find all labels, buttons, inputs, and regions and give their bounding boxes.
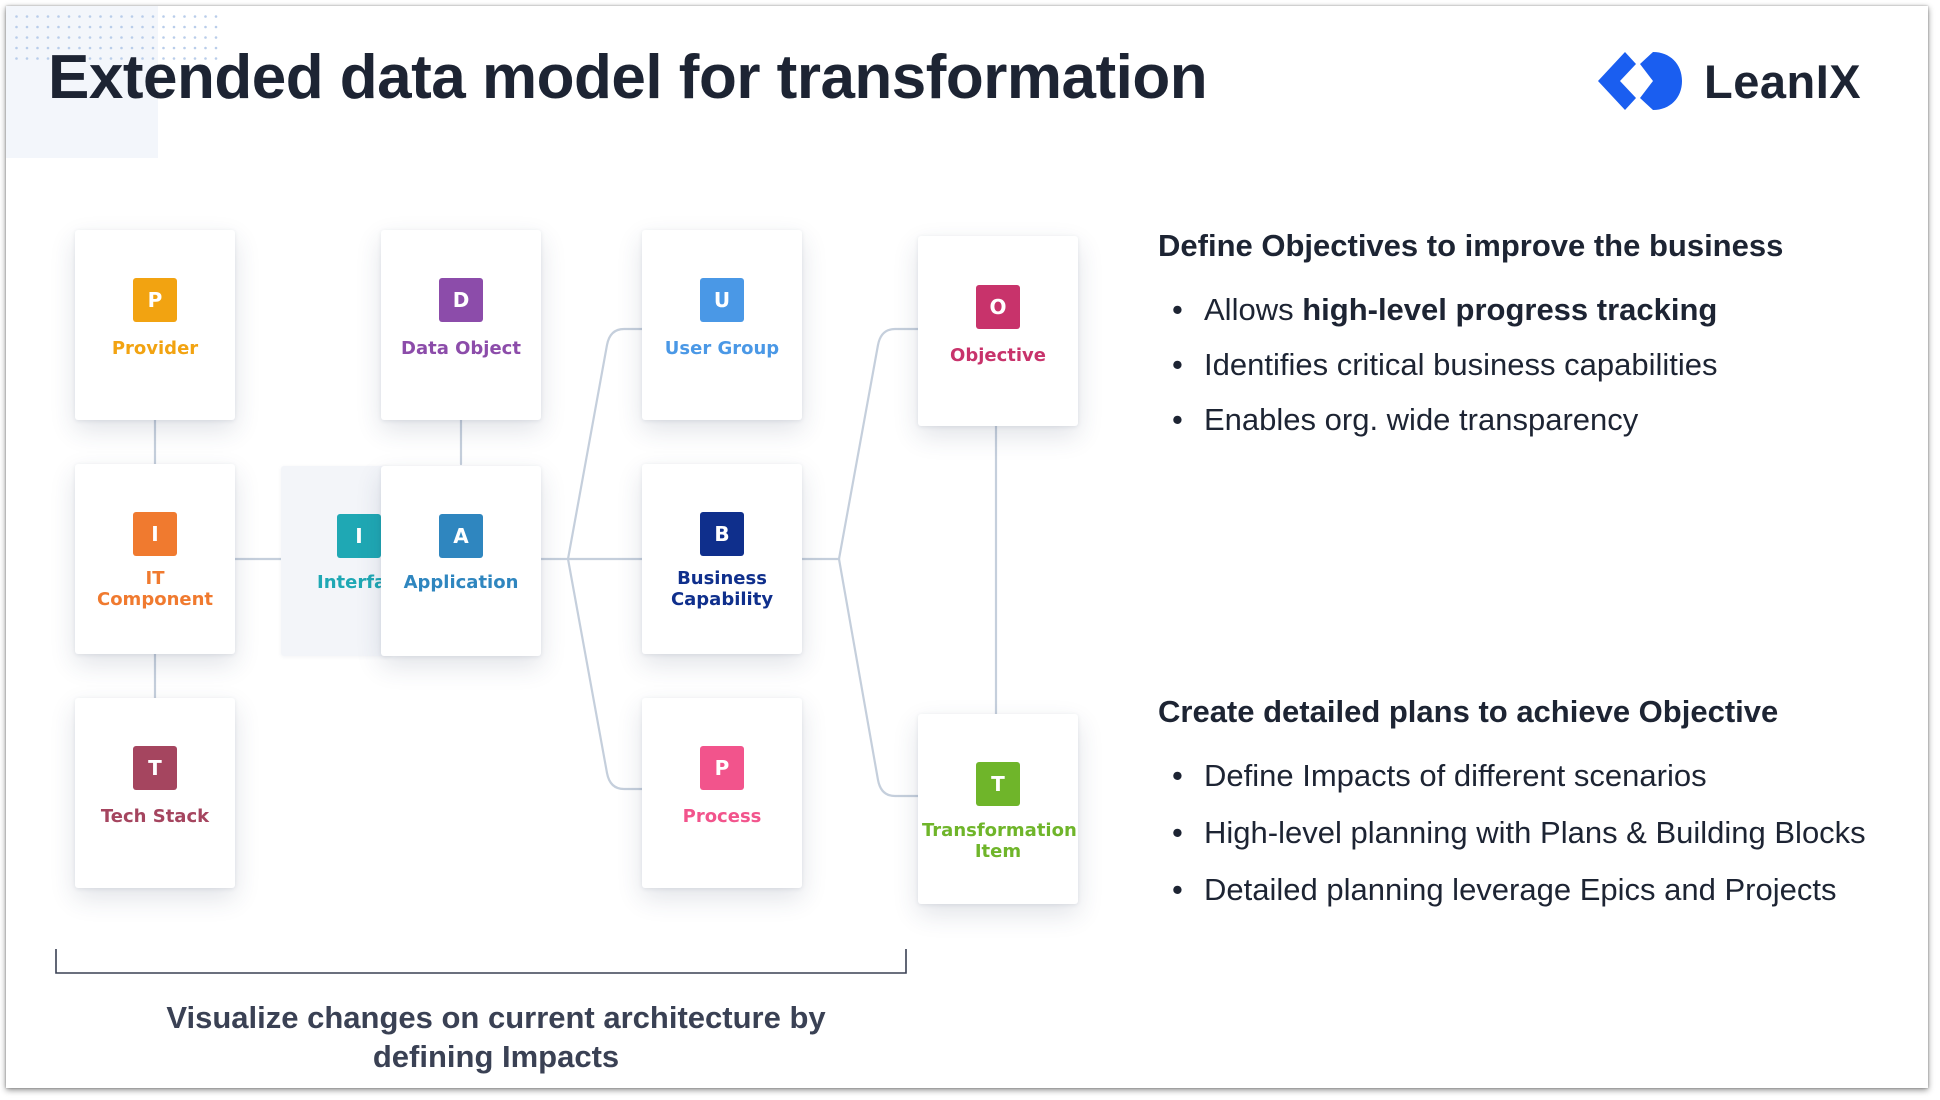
node-data-object[interactable]: D Data Object [381,230,541,420]
objectives-bullet-2: Identifies critical business capabilitie… [1172,347,1717,402]
connector-application-process [566,557,644,791]
node-interface[interactable]: I Interfa [281,466,391,656]
node-transformation-item[interactable]: T Transformation Item [918,714,1078,904]
logo-wordmark: LeanIX [1704,54,1862,108]
interface-label: Interfa [317,572,387,593]
tech-stack-label: Tech Stack [100,806,210,827]
objective-label: Objective [950,345,1046,366]
section-objectives-heading: Define Objectives to improve the busines… [1158,228,1784,263]
data-object-badge: D [439,278,483,322]
business-capability-label-line1: Business [677,568,767,589]
data-object-label: Data Object [401,338,521,359]
plans-bullet-1: Define Impacts of different scenarios [1172,758,1866,815]
diagram-connectors [55,327,998,974]
objectives-bullet-1-bold: high-level progress tracking [1302,292,1718,327]
objectives-bullet-1-prefix: Allows [1204,292,1303,327]
connector-capability-transformation [837,557,920,798]
tech-stack-badge: T [133,746,177,790]
leanix-logo: LeanIX [1598,52,1861,110]
node-tech-stack[interactable]: T Tech Stack [75,698,235,888]
objective-badge: O [976,285,1020,329]
provider-label: Provider [111,338,199,359]
it-component-label-line1: IT [145,568,165,589]
leanix-logo-icon [1598,52,1682,110]
interface-badge: I [337,514,381,558]
connector-application-usergroup [566,327,644,561]
application-label: Application [403,572,519,593]
it-component-badge: I [133,512,177,556]
caption-line2: defining Impacts [372,1039,620,1074]
process-label: Process [682,806,762,827]
it-component-label-line2: Component [96,589,214,610]
process-badge: P [700,746,744,790]
dot-pattern-decoration [14,14,224,64]
diagram-caption: Visualize changes on current architectur… [106,998,886,1076]
transformation-item-label-line1: Transformation [922,820,1077,841]
objectives-bullet-1: Allows high-level progress tracking [1172,292,1717,347]
provider-badge: P [133,278,177,322]
caption-bracket [55,949,907,974]
section-plans-list: Define Impacts of different scenarios Hi… [1172,758,1866,929]
node-provider[interactable]: P Provider [75,230,235,420]
business-capability-label: Business Capability [646,568,798,610]
slide: Extended data model for transformation L… [6,6,1928,1088]
application-badge: A [439,514,483,558]
it-component-label: IT Component [79,568,231,610]
node-objective[interactable]: O Objective [918,236,1078,426]
business-capability-badge: B [700,512,744,556]
plans-bullet-2: High-level planning with Plans & Buildin… [1172,815,1866,872]
caption-line1: Visualize changes on current architectur… [166,1000,826,1035]
transformation-item-label-line2: Item [974,841,1022,862]
objectives-bullet-3: Enables org. wide transparency [1172,402,1717,457]
node-user-group[interactable]: U User Group [642,230,802,420]
node-application[interactable]: A Application [381,466,541,656]
transformation-item-label: Transformation Item [922,820,1077,862]
connector-capability-objective [837,327,920,561]
business-capability-label-line2: Capability [670,589,774,610]
section-objectives-list: Allows high-level progress tracking Iden… [1172,292,1717,457]
section-plans-heading: Create detailed plans to achieve Objecti… [1158,694,1779,729]
user-group-label: User Group [664,338,780,359]
plans-bullet-3: Detailed planning leverage Epics and Pro… [1172,872,1866,929]
user-group-badge: U [700,278,744,322]
node-process[interactable]: P Process [642,698,802,888]
node-it-component[interactable]: I IT Component [75,464,235,654]
node-business-capability[interactable]: B Business Capability [642,464,802,654]
transformation-item-badge: T [976,762,1020,806]
slide-title: Extended data model for transformation [48,43,1208,112]
